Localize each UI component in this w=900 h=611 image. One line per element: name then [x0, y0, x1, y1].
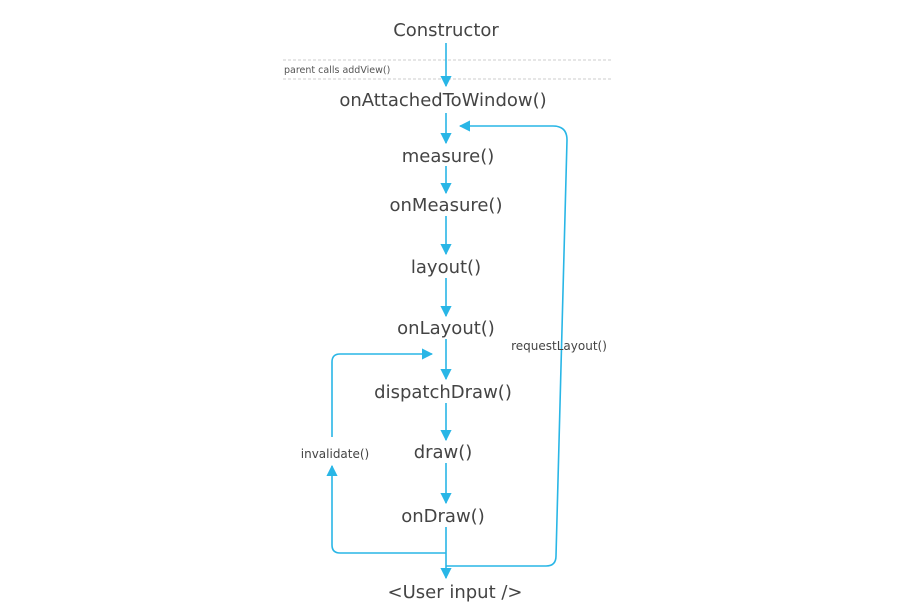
- annotation-request-layout: requestLayout(): [511, 339, 607, 353]
- node-on-layout: onLayout(): [397, 318, 495, 339]
- request-layout-loop: [446, 120, 568, 567]
- invalidate-loop-upper: [331, 348, 434, 437]
- node-on-attached-to-window: onAttachedToWindow(): [339, 90, 546, 111]
- invalidate-loop: [326, 464, 446, 554]
- node-on-draw: onDraw(): [401, 506, 484, 527]
- node-measure: measure(): [402, 146, 495, 167]
- annotation-parent-calls-addview: parent calls addView(): [284, 65, 390, 76]
- node-on-measure: onMeasure(): [390, 195, 503, 216]
- node-draw: draw(): [414, 442, 473, 463]
- node-constructor: Constructor: [393, 20, 499, 41]
- annotation-invalidate: invalidate(): [301, 447, 369, 461]
- node-user-input: <User input />: [388, 582, 523, 603]
- node-layout: layout(): [411, 257, 481, 278]
- node-dispatch-draw: dispatchDraw(): [374, 382, 512, 403]
